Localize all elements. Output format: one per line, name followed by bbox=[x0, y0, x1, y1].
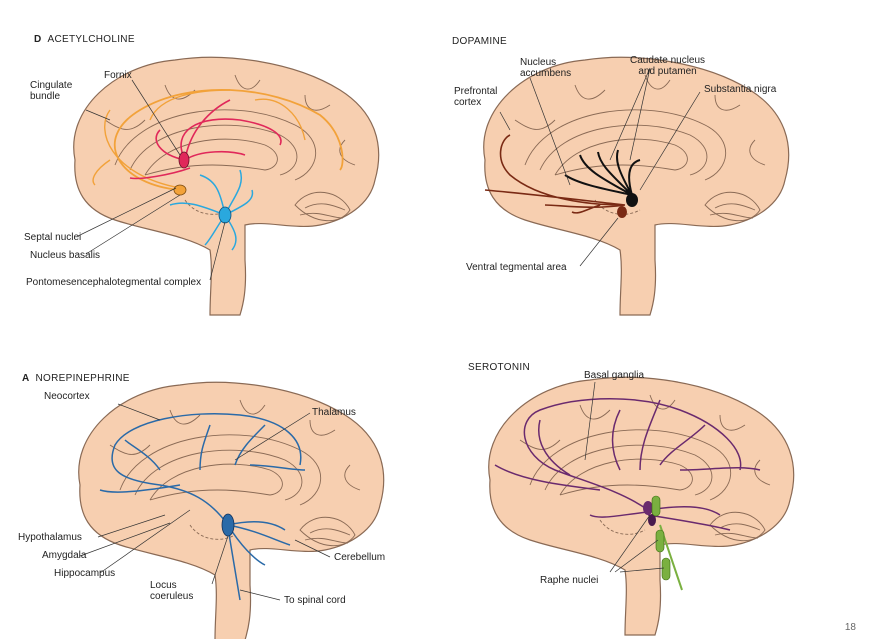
panel-letter: D bbox=[34, 34, 42, 45]
label-fornix: Fornix bbox=[104, 70, 132, 81]
panel-letter: A bbox=[22, 373, 30, 384]
panel-title-text: NOREPINEPHRINE bbox=[35, 373, 130, 384]
panel-title-text: ACETYLCHOLINE bbox=[47, 34, 135, 45]
label-cerebellum: Cerebellum bbox=[334, 552, 386, 563]
raphe-green-3 bbox=[661, 557, 671, 581]
leader-lines bbox=[79, 403, 331, 601]
label-basal-ganglia: Basal ganglia bbox=[584, 370, 645, 381]
raphe-nucleus-mark-1 bbox=[643, 501, 653, 515]
label-hippocampus: Hippocampus bbox=[54, 568, 116, 579]
ne-spinal-pathway bbox=[227, 527, 241, 601]
label-locus-coeruleus: Locus coeruleus bbox=[150, 580, 194, 602]
mesocortical-pathway bbox=[484, 134, 626, 214]
nucleus-basalis-mark bbox=[173, 184, 187, 196]
cingulate-pathway bbox=[113, 88, 344, 191]
norepinephrine-pathways bbox=[79, 403, 331, 601]
label-septal-nuclei: Septal nuclei bbox=[24, 232, 82, 243]
ne-main-pathway bbox=[99, 413, 306, 526]
vta-mark bbox=[617, 206, 627, 218]
label-cingulate-bundle: Cingulate bundle bbox=[30, 80, 73, 102]
page-number: 18 bbox=[844, 622, 856, 633]
acetylcholine-pathways bbox=[77, 79, 344, 281]
label-ponto-complex: Pontomesencephalotegmental complex bbox=[26, 277, 202, 288]
substantia-nigra-mark bbox=[626, 193, 638, 207]
serotonin-pathways bbox=[494, 381, 761, 591]
ponto-pathway bbox=[169, 169, 254, 251]
label-raphe-nuclei: Raphe nuclei bbox=[540, 575, 599, 586]
label-nucleus-accumbens: Nucleus accumbens bbox=[520, 57, 572, 79]
leader-lines bbox=[499, 67, 701, 267]
serotonin-main-pathway bbox=[494, 398, 761, 511]
raphe-green-2 bbox=[655, 529, 665, 553]
dopamine-brain bbox=[483, 56, 790, 316]
nigrostriatal-pathway bbox=[564, 149, 641, 196]
label-amygdala: Amygdala bbox=[42, 550, 87, 561]
label-caudate-putamen: Caudate nucleus and putamen bbox=[630, 55, 706, 77]
label-nucleus-basalis: Nucleus basalis bbox=[30, 250, 101, 261]
label-prefrontal-cortex: Prefrontal cortex bbox=[454, 86, 498, 108]
label-vta: Ventral tegmental area bbox=[466, 262, 567, 273]
leader-lines bbox=[77, 79, 226, 281]
panel-title-norepinephrine: A NOREPINEPHRINE bbox=[22, 373, 130, 384]
raphe-green-1 bbox=[651, 495, 661, 517]
label-substantia-nigra: Substantia nigra bbox=[704, 84, 777, 95]
raphe-nucleus-mark-2 bbox=[648, 514, 656, 526]
septal-nucleus-mark bbox=[178, 151, 190, 169]
leader-lines bbox=[584, 381, 665, 573]
label-to-spinal-cord: To spinal cord bbox=[284, 595, 346, 606]
cingulate-branch bbox=[92, 89, 306, 189]
dopamine-pathways bbox=[484, 67, 701, 267]
panel-title-acetylcholine: D ACETYLCHOLINE bbox=[34, 34, 135, 45]
fornix-pathway bbox=[129, 99, 282, 180]
panel-title-text: SEROTONIN bbox=[468, 362, 530, 373]
panel-title-text: DOPAMINE bbox=[452, 36, 507, 47]
locus-coeruleus-mark bbox=[221, 513, 235, 537]
label-neocortex: Neocortex bbox=[44, 391, 90, 402]
panel-title-dopamine: DOPAMINE bbox=[452, 36, 507, 47]
brain-outline bbox=[483, 56, 790, 316]
ponto-complex-mark bbox=[218, 206, 232, 224]
label-thalamus: Thalamus bbox=[312, 407, 356, 418]
label-hypothalamus: Hypothalamus bbox=[18, 532, 82, 543]
panel-title-serotonin: SEROTONIN bbox=[468, 362, 530, 373]
